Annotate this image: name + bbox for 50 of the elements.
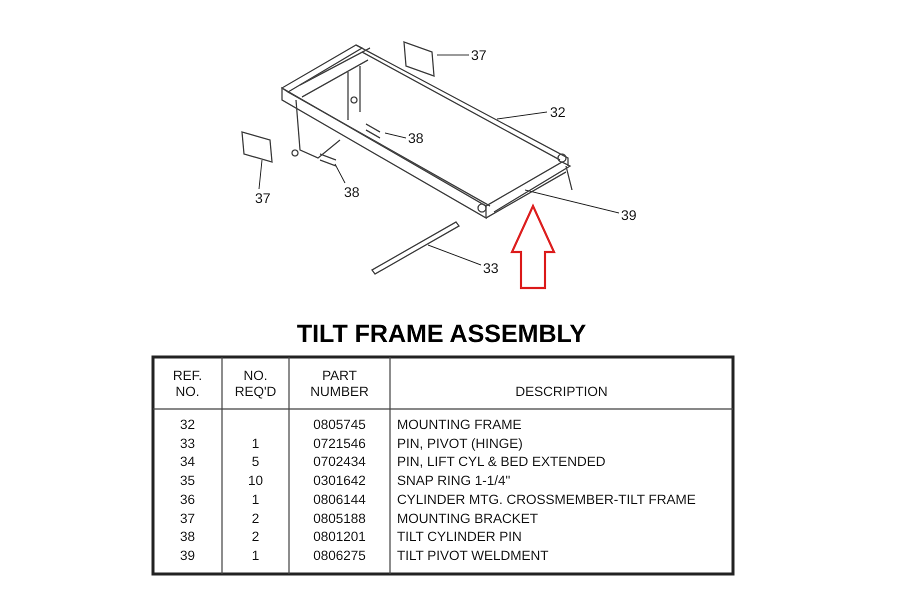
- column-header: PART NUMBER: [309, 368, 370, 400]
- ref-number: 33: [178, 436, 196, 452]
- part-number: 0301642: [312, 473, 367, 490]
- description: PIN, PIVOT (HINGE): [397, 436, 523, 452]
- ref-number: 36: [178, 492, 196, 508]
- quantity: 1: [250, 548, 260, 564]
- description: TILT CYLINDER PIN: [397, 529, 522, 546]
- quantity: 2: [250, 510, 260, 526]
- part-number: 0806275: [312, 548, 367, 564]
- callout-number: 38: [344, 184, 360, 200]
- callout-number: 37: [255, 190, 271, 206]
- part-number: 0805188: [312, 510, 367, 526]
- ref-number: 34: [178, 454, 196, 470]
- leader-line: [384, 132, 406, 138]
- part-number: 0801201: [312, 529, 367, 546]
- leader-line: [496, 112, 548, 120]
- leader-line: [258, 160, 262, 190]
- description: CYLINDER MTG. CROSSMEMBER-TILT FRAME: [397, 492, 696, 508]
- part-number: 0702434: [312, 454, 367, 470]
- leader-line: [428, 244, 482, 266]
- description: TILT PIVOT WELDMENT: [397, 548, 549, 564]
- ref-number: 35: [178, 473, 196, 490]
- column-header: REF. NO.: [172, 368, 204, 400]
- description: MOUNTING BRACKET: [397, 510, 538, 526]
- callout-number: 37: [471, 47, 487, 63]
- description: MOUNTING FRAME: [397, 417, 522, 433]
- callout-number: 33: [483, 260, 499, 276]
- leader-line: [436, 54, 470, 56]
- callout-number: 39: [621, 207, 637, 223]
- part-number: 0806144: [312, 492, 367, 508]
- column-header: DESCRIPTION: [514, 384, 609, 400]
- part-number: 0721546: [312, 436, 367, 452]
- description: PIN, LIFT CYL & BED EXTENDED: [397, 454, 606, 470]
- title: TILT FRAME ASSEMBLY: [296, 320, 588, 349]
- callout-number: 32: [550, 104, 566, 120]
- ref-number: 39: [178, 548, 196, 564]
- leader-line: [334, 164, 346, 184]
- column-header: NO. REQ'D: [234, 368, 278, 400]
- description: SNAP RING 1-1/4": [397, 473, 510, 490]
- quantity: 2: [250, 529, 260, 546]
- part-number: 0805745: [312, 417, 367, 433]
- ref-number: 38: [178, 529, 196, 546]
- leader-line: [524, 190, 620, 214]
- quantity: 1: [250, 436, 260, 452]
- ref-number: 32: [178, 417, 196, 433]
- ref-number: 37: [178, 510, 196, 526]
- callout-number: 38: [408, 130, 424, 146]
- quantity: 1: [250, 492, 260, 508]
- quantity: 10: [246, 473, 264, 490]
- quantity: 5: [250, 454, 260, 470]
